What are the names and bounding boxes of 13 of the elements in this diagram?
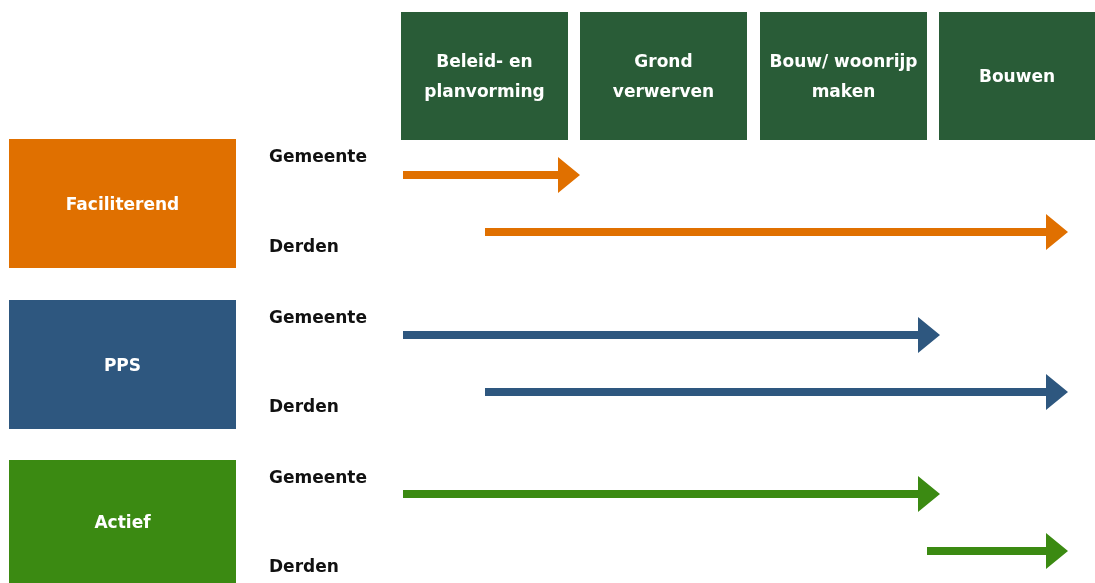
category-box: Faciliterend [9, 139, 236, 268]
phase-header: Bouw/ woonrijp maken [760, 12, 927, 140]
phase-header: Bouwen [939, 12, 1095, 140]
role-label: Derden [269, 556, 339, 576]
category-box: PPS [9, 300, 236, 429]
role-label: Gemeente [269, 307, 367, 327]
role-label: Gemeente [269, 146, 367, 166]
category-box: Actief [9, 460, 236, 583]
phase-header: Beleid- en planvorming [401, 12, 568, 140]
role-label: Gemeente [269, 467, 367, 487]
phase-header: Grond verwerven [580, 12, 747, 140]
role-label: Derden [269, 396, 339, 416]
role-label: Derden [269, 236, 339, 256]
